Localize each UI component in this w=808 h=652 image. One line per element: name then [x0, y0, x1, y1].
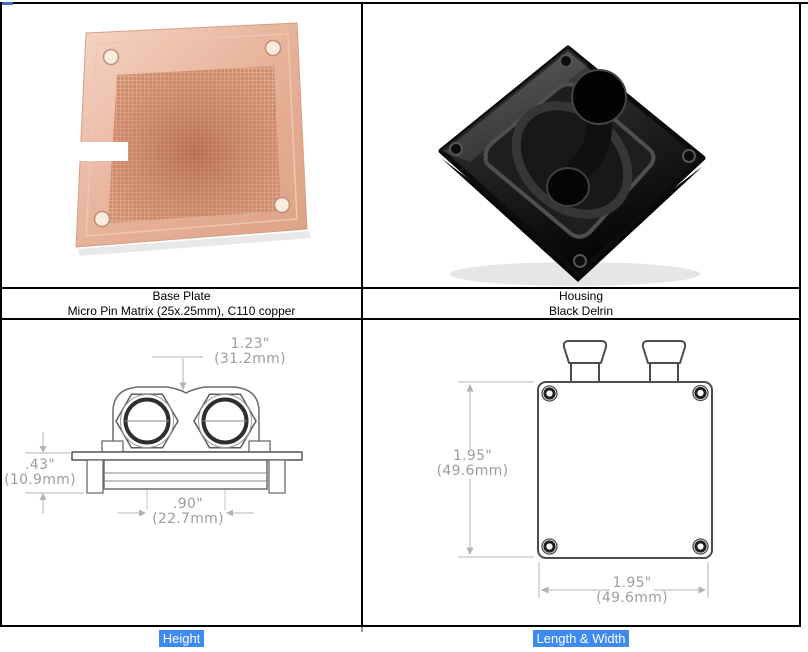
table-rule-above-footer	[0, 625, 801, 627]
left-fitting	[115, 393, 179, 449]
table-border-right	[799, 2, 801, 625]
footer-right-cell: Length & Width	[363, 630, 799, 647]
housing-caption-title: Housing	[558, 289, 604, 303]
barb-fitting-right	[641, 340, 687, 383]
barb-fitting-left	[562, 340, 608, 383]
dim-port-span-mm: (31.2mm)	[214, 351, 286, 367]
dim-port-spacing-mm: (22.7mm)	[152, 511, 224, 527]
base-plate-shadow	[78, 231, 311, 256]
port-hole-top	[571, 69, 627, 125]
dim-width-mm: (49.6mm)	[594, 590, 670, 606]
dim-length-mm: (49.6mm)	[434, 463, 511, 479]
height-part	[71, 386, 303, 494]
table-rule-under-photos	[0, 287, 801, 289]
lw-part	[537, 340, 713, 559]
base-plate-frame	[85, 33, 298, 237]
table-border-left	[0, 2, 2, 625]
dim-height: .43" (10.9mm)	[0, 458, 80, 488]
housing-caption: Housing Black Delrin	[363, 289, 799, 319]
dim-height-mm: (10.9mm)	[4, 472, 76, 488]
blue-tick	[0, 2, 13, 5]
base-plate-caption: Base Plate Micro Pin Matrix (25x.25mm), …	[2, 289, 361, 319]
footer-left-cell: Height	[2, 630, 361, 647]
dim-port-span: 1.23" (31.2mm)	[200, 337, 300, 367]
table-divider-stub	[361, 627, 363, 632]
base-plate-caption-subtitle: Micro Pin Matrix (25x.25mm), C110 copper	[67, 304, 296, 318]
dim-height-in: .43"	[25, 457, 55, 473]
dim-length-in: 1.95"	[450, 448, 495, 464]
height-label-selected[interactable]: Height	[158, 630, 205, 647]
right-fitting	[193, 393, 257, 449]
pin-matrix-shading	[108, 66, 281, 223]
dim-width-in: 1.95"	[610, 575, 654, 591]
housing-sheen	[441, 48, 588, 162]
lw-dim-arrows	[466, 384, 706, 594]
mounting-holes	[93, 39, 291, 228]
white-glare-bar	[61, 142, 128, 161]
housing-outline	[537, 381, 713, 559]
lw-corner-holes	[541, 384, 709, 555]
dim-width: 1.95" (49.6mm)	[588, 576, 676, 606]
housing-corner-holes	[449, 54, 696, 268]
dim-port-span-in: 1.23"	[230, 336, 270, 352]
dim-length: 1.95" (49.6mm)	[430, 449, 515, 479]
dim-port-spacing-in: .90"	[173, 496, 203, 512]
base-plate-caption-title: Base Plate	[152, 289, 211, 303]
port-hole-bottom	[546, 167, 590, 207]
housing-caption-subtitle: Black Delrin	[548, 304, 614, 318]
table-border-top	[0, 2, 808, 4]
length-width-label-selected[interactable]: Length & Width	[532, 630, 630, 647]
dim-port-spacing: .90" (22.7mm)	[143, 497, 233, 527]
table-divider-vertical	[361, 2, 363, 625]
table-rule-under-captions	[0, 318, 801, 320]
